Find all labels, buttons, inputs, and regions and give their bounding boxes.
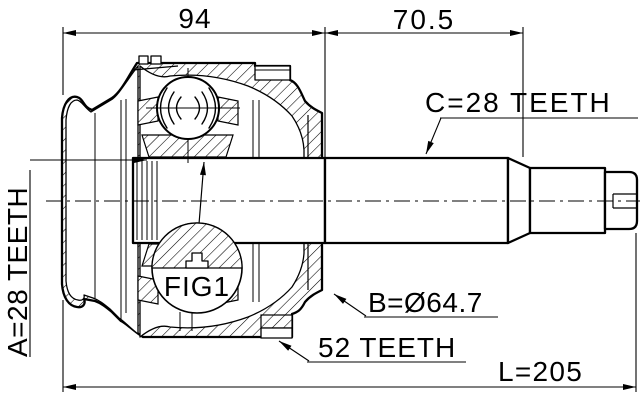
callout-a-text: A=28 TEETH	[2, 187, 33, 357]
bearing-ball	[146, 68, 240, 163]
callout-c-text: C=28 TEETH	[425, 87, 612, 118]
fig1-leader	[198, 161, 206, 225]
dimension-94: 94	[62, 3, 326, 157]
callout-52-teeth: 52 TEETH	[278, 332, 466, 363]
callout-a-spline: A=28 TEETH	[2, 157, 147, 357]
dimension-length: L=205	[62, 233, 637, 392]
callout-52-text: 52 TEETH	[318, 332, 456, 363]
boot	[65, 65, 139, 335]
boot-clamp	[132, 55, 179, 71]
tone-ring-section	[260, 314, 293, 329]
abs-tone-ring	[260, 314, 293, 339]
dim-70-5-text: 70.5	[393, 4, 456, 35]
dim-94-text: 94	[178, 3, 211, 34]
cage-section	[137, 96, 159, 126]
fig1-hatch	[151, 222, 243, 269]
housing-step-block	[254, 65, 291, 81]
fig1-label: FIG1	[164, 271, 230, 302]
callout-c-spline: C=28 TEETH	[425, 87, 638, 155]
tone-ring-base	[260, 327, 293, 339]
cage-section	[137, 275, 159, 305]
dim-length-text: L=205	[498, 356, 583, 387]
fig1-tooth-profile	[185, 252, 209, 269]
cage-section	[217, 96, 239, 126]
dimension-70-5: 70.5	[325, 4, 524, 157]
callout-b-text: B=Ø64.7	[368, 287, 483, 318]
callout-b-diameter: B=Ø64.7	[333, 287, 498, 318]
fig1-balloon: FIG1	[151, 161, 243, 314]
